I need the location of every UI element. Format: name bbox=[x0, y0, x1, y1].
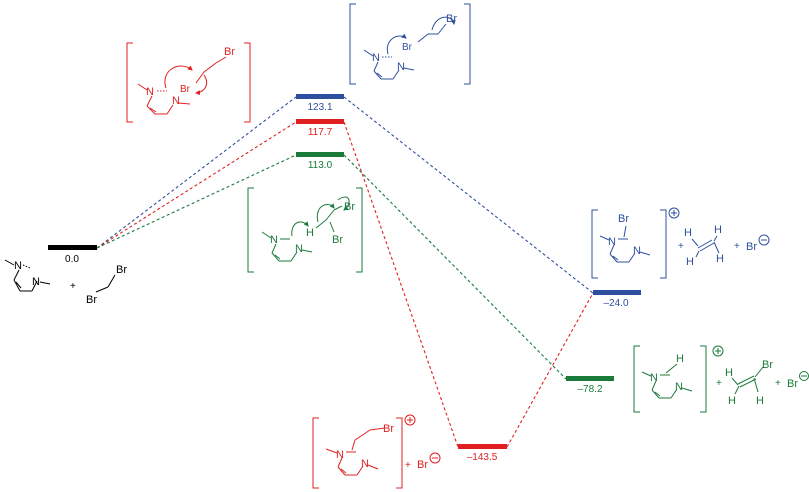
connector-start-to-ts-green bbox=[96, 154, 297, 249]
ts-green-structure: N N H Br Br bbox=[247, 187, 363, 273]
product-blue-structure: N N Br + H H H H + Br bbox=[591, 207, 770, 279]
level-label-product-green: –78.2 bbox=[577, 384, 602, 395]
ts-blue-structure: N N Br Br bbox=[349, 3, 471, 85]
product-green-n-right: N bbox=[675, 381, 683, 393]
product-red-plus: + bbox=[405, 460, 411, 471]
ts-blue-br-near: Br bbox=[402, 42, 413, 53]
product-green-h-1: H bbox=[725, 367, 733, 379]
product-blue-plus-1: + bbox=[678, 241, 684, 252]
level-label-ts-blue: 123.1 bbox=[307, 102, 332, 113]
ts-red-structure: N N Br Br bbox=[126, 42, 251, 123]
product-red-n-right: N bbox=[361, 458, 369, 470]
level-label-ts-red: 117.7 bbox=[308, 127, 333, 138]
reactant-n-left: N bbox=[14, 260, 22, 272]
level-label-product-red: –143.5 bbox=[467, 452, 498, 463]
ts-green-h: H bbox=[306, 227, 314, 239]
ts-green-br-bottom: Br bbox=[332, 234, 343, 246]
level-label-ts-green: 113.0 bbox=[308, 160, 333, 171]
reactant-br-bottom: Br bbox=[86, 294, 97, 306]
product-blue-plus-2: + bbox=[734, 241, 740, 252]
reactant-br-top: Br bbox=[116, 264, 127, 276]
product-red-bromide: Br bbox=[417, 459, 428, 471]
level-label-start: 0.0 bbox=[65, 254, 79, 265]
connector-ts-red-to-product bbox=[343, 121, 459, 448]
level-bar-start bbox=[48, 245, 97, 250]
level-bar-ts-blue bbox=[296, 94, 344, 99]
level-bar-ts-green bbox=[296, 152, 344, 157]
ts-green-br-top: Br bbox=[344, 201, 355, 213]
reactants-structure: N N + Br Br bbox=[4, 259, 127, 306]
product-green-plus-1: + bbox=[716, 378, 722, 389]
ts-green-n-left: N bbox=[270, 234, 278, 246]
ts-blue-n-right: N bbox=[397, 61, 405, 73]
ts-green-n-right: N bbox=[295, 243, 303, 255]
product-blue-bromide: Br bbox=[746, 241, 757, 253]
product-green-h-3: H bbox=[756, 395, 764, 407]
product-blue-n-left: N bbox=[608, 236, 616, 248]
product-blue-h-3: H bbox=[714, 224, 722, 236]
ts-blue-n-left: N bbox=[372, 52, 380, 64]
level-bar-product-green bbox=[566, 376, 614, 381]
product-blue-br: Br bbox=[618, 213, 629, 225]
reactant-n-right: N bbox=[32, 276, 40, 288]
ts-red-br-near: Br bbox=[180, 84, 191, 95]
product-green-plus-2: + bbox=[775, 378, 781, 389]
ts-red-n-right: N bbox=[172, 95, 180, 107]
pathway-connectors bbox=[96, 96, 594, 448]
level-label-product-blue: –24.0 bbox=[603, 298, 628, 309]
connector-ts-blue-to-product bbox=[343, 96, 594, 294]
reactant-plus: + bbox=[70, 281, 76, 292]
product-green-structure: N N H + Br H H H + Br bbox=[633, 345, 809, 413]
product-green-br: Br bbox=[762, 359, 773, 371]
product-green-h-2: H bbox=[728, 395, 736, 407]
ts-red-br-far: Br bbox=[224, 46, 235, 58]
product-blue-h-2: H bbox=[686, 256, 694, 268]
level-bar-product-blue bbox=[593, 290, 641, 295]
connector-start-to-ts-red bbox=[96, 121, 297, 249]
product-blue-h-4: H bbox=[716, 253, 724, 265]
ts-red-n-left: N bbox=[146, 86, 154, 98]
product-green-bromide: Br bbox=[787, 378, 798, 390]
product-blue-n-right: N bbox=[633, 245, 641, 257]
product-green-h: H bbox=[676, 353, 684, 365]
product-green-n-left: N bbox=[650, 372, 658, 384]
level-bar-ts-red bbox=[296, 119, 344, 124]
energy-levels: 0.0 123.1 117.7 113.0 –24.0 –78.2 –143.5 bbox=[48, 94, 641, 463]
level-bar-product-red bbox=[458, 444, 507, 449]
product-red-n-left: N bbox=[336, 449, 344, 461]
product-red-structure: N N Br + Br bbox=[312, 414, 441, 489]
connector-red-product-to-blue-product bbox=[506, 292, 594, 448]
product-blue-h-1: H bbox=[684, 227, 692, 239]
product-red-br: Br bbox=[383, 423, 394, 435]
connector-ts-green-to-product bbox=[343, 154, 567, 380]
